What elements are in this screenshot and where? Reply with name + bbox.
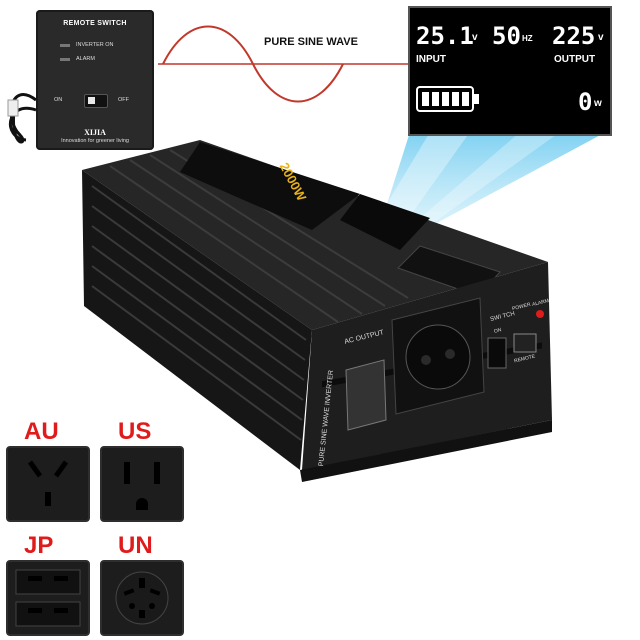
remote-port [513, 333, 537, 353]
socket-un [100, 560, 184, 636]
lcd-power-unit: w [594, 98, 602, 109]
remote-on-label: ON [54, 97, 63, 103]
power-switch [487, 337, 507, 369]
lcd-input-label: INPUT [416, 54, 446, 65]
plug-label-au: AU [24, 418, 59, 445]
socket-jp [6, 560, 90, 636]
remote-off-label: OFF [118, 97, 129, 103]
lcd-input-value: 25.1 [416, 22, 474, 50]
us-socket-icon [124, 462, 160, 510]
alarm-led [60, 58, 70, 61]
inverter-on-led [60, 44, 70, 47]
socket-au [6, 446, 90, 522]
battery-icon [416, 86, 479, 112]
sine-wave-graphic [158, 25, 408, 103]
lcd-output-unit: v [598, 32, 604, 43]
socket-us [100, 446, 184, 522]
lcd-power-value: 0 [578, 88, 593, 116]
au-socket-icon [27, 460, 69, 506]
remote-toggle-switch[interactable] [84, 94, 108, 108]
lcd-output-value: 225 [552, 22, 596, 50]
inverter-side-face [82, 170, 312, 470]
lcd-frequency-value: 50 [492, 22, 521, 50]
plug-label-un: UN [118, 532, 153, 559]
lcd-display: 25.1 v 50 HZ 225 v INPUT OUTPUT 0 w [408, 6, 612, 136]
lcd-frequency-unit: HZ [522, 34, 533, 43]
remote-switch: REMOTE SWITCH INVERTER ON ALARM ON OFF X… [36, 10, 154, 150]
top-mini-lcd [340, 194, 430, 250]
plug-label-us: US [118, 418, 152, 445]
lcd-output-label: OUTPUT [554, 54, 596, 65]
lcd-input-unit: v [472, 32, 478, 43]
terminal-block [345, 359, 387, 431]
remote-slogan: Innovation for greener living [61, 138, 129, 144]
universal-socket-icon [115, 571, 169, 625]
inverter-top-face [82, 140, 548, 330]
jp-socket-icon [15, 569, 81, 627]
top-label-panel [180, 142, 360, 230]
ac-socket [391, 297, 485, 415]
remote-brand: XIJIA [84, 128, 106, 137]
alarm-label: ALARM [76, 56, 95, 62]
inverter-on-label: INVERTER ON [76, 42, 114, 48]
toggle-knob [88, 97, 95, 104]
plug-label-jp: JP [24, 532, 54, 559]
base-flange [300, 420, 552, 482]
remote-title: REMOTE SWITCH [63, 20, 127, 27]
alarm-led-dot [536, 310, 544, 318]
remote-cable [7, 93, 37, 144]
wave-label: PURE SINE WAVE [264, 36, 358, 48]
rj11-plug-icon [7, 99, 19, 117]
